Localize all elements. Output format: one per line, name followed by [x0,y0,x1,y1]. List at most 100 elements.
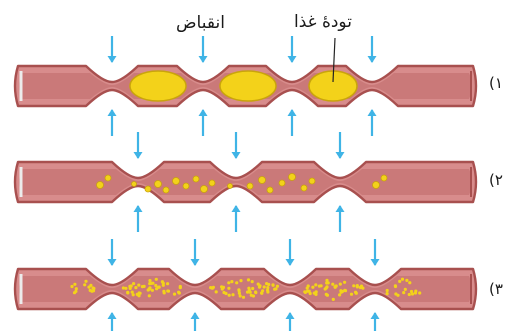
food-speck-5-8 [408,281,411,284]
food-particle-11 [247,183,253,189]
contraction-arrow-top-1-4-head [368,56,377,63]
food-particle-20 [228,184,233,189]
food-speck-2-28 [148,279,151,282]
food-speck-4-25 [343,281,346,284]
food-particle-4 [155,181,162,188]
food-speck-4-44 [338,293,341,296]
food-speck-2-44 [163,291,166,294]
contraction-arrow-bottom-2-2-head [232,205,241,212]
contraction-arrow-bottom-1-2-head [199,109,208,116]
food-speck-2-43 [134,286,137,289]
food-speck-5-14 [401,278,404,281]
contraction-arrow-bottom-3-2-head [191,312,200,319]
food-speck-3-6 [250,294,253,297]
food-particle-17 [309,178,315,184]
food-speck-1-8 [84,280,87,283]
food-speck-1-11 [70,285,73,288]
food-speck-4-28 [354,291,357,294]
food-speck-3-46 [266,289,269,292]
food-speck-3-28 [222,286,225,289]
food-speck-3-23 [228,294,231,297]
contraction-arrow-bottom-2-1-head [134,205,143,212]
food-speck-3-50 [272,284,275,287]
food-bolus-1 [130,71,186,101]
food-speck-3-49 [248,289,251,292]
row-2-number: ۲) [489,171,503,189]
food-speck-4-41 [352,284,355,287]
food-speck-3-43 [276,285,279,288]
food-speck-2-33 [148,294,151,297]
food-particle-3 [145,186,151,192]
food-speck-4-23 [325,285,328,288]
food-speck-5-18 [386,289,389,292]
food-speck-5-15 [408,293,411,296]
contraction-arrow-top-1-3-head [288,56,297,63]
contraction-arrow-bottom-1-3-head [288,109,297,116]
food-speck-4-8 [331,283,334,286]
food-speck-2-22 [126,291,129,294]
food-speck-4-16 [307,284,310,287]
contraction-label: انقباض [176,13,225,33]
food-speck-4-30 [332,298,335,301]
food-speck-1-3 [83,283,86,286]
contraction-arrow-bottom-3-1-head [108,312,117,319]
food-speck-5-13 [396,294,399,297]
food-speck-3-18 [267,283,270,286]
food-speck-2-39 [177,291,180,294]
food-particle-15 [289,174,296,181]
food-speck-2-41 [155,278,158,281]
food-particle-13 [267,187,273,193]
food-speck-4-5 [339,283,342,286]
food-speck-5-17 [410,290,413,293]
food-speck-3-8 [227,287,230,290]
food-speck-2-31 [179,286,182,289]
food-speck-3-34 [231,293,234,296]
food-speck-3-33 [257,283,260,286]
food-particle-10 [209,180,215,186]
food-speck-3-5 [263,285,266,288]
food-speck-4-27 [350,293,353,296]
contraction-arrow-top-3-3-head [286,259,295,266]
row-1-number: ۱) [489,74,503,92]
food-speck-3-2 [227,281,230,284]
food-particle-9 [201,186,208,193]
food-speck-2-37 [138,291,141,294]
food-speck-1-1 [73,283,76,286]
food-particle-5 [163,187,169,193]
contraction-arrow-top-1-1-head [108,56,117,63]
food-speck-2-20 [131,291,134,294]
food-speck-5-1 [386,292,389,295]
food-particle-8 [193,176,199,182]
food-speck-2-24 [150,282,153,285]
contraction-arrow-bottom-3-4-head [371,312,380,319]
food-speck-3-37 [247,278,250,281]
food-speck-3-25 [251,287,254,290]
contraction-arrow-bottom-2-3-head [336,205,345,212]
contraction-arrow-bottom-1-1-head [108,109,117,116]
food-particle-21 [132,182,137,187]
food-speck-4-24 [314,283,317,286]
food-speck-5-4 [402,291,405,294]
tube-2-lumen [19,169,472,195]
food-speck-2-19 [154,284,157,287]
food-speck-4-17 [325,279,328,282]
food-speck-3-38 [212,286,215,289]
food-speck-2-46 [122,286,125,289]
food-speck-2-35 [137,284,140,287]
food-speck-3-41 [239,279,242,282]
food-speck-2-42 [141,285,144,288]
food-speck-4-40 [306,290,309,293]
food-speck-2-38 [173,293,176,296]
food-speck-3-11 [215,290,218,293]
food-particle-6 [173,178,180,185]
food-speck-3-45 [251,280,254,283]
food-speck-3-35 [230,280,233,283]
contraction-arrow-top-3-1-head [108,259,117,266]
food-speck-2-34 [148,286,151,289]
food-speck-3-36 [239,294,242,297]
food-speck-2-1 [151,289,154,292]
contraction-arrow-top-2-1-head [134,152,143,159]
food-speck-1-13 [87,286,90,289]
